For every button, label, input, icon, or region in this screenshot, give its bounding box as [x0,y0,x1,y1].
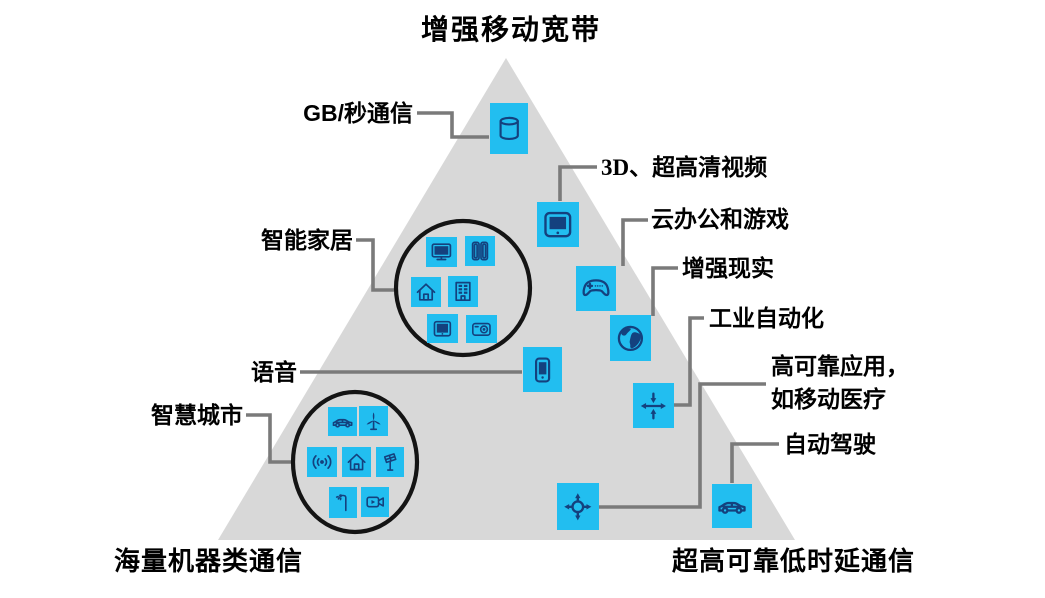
car-icon [328,407,357,436]
label-smart-home: 智能家居 [261,228,353,253]
wardrobe-icon [465,236,495,266]
gamepad-icon [576,266,616,311]
connector-uhd [558,165,597,201]
connector-ar [651,266,678,316]
smart-city-circle [290,389,420,535]
connector-cloud [621,218,648,266]
label-smart-city: 智慧城市 [151,403,243,428]
vertex-label-mmtc: 海量机器类通信 [114,547,304,576]
label-industrial-automation: 工业自动化 [709,306,824,331]
connector-driving [730,442,779,483]
car-icon [712,484,752,528]
vertex-label-embb: 增强移动宽带 [421,15,602,46]
converging-arrows-icon [633,383,674,428]
wind-turbine-icon [359,406,388,436]
label-voice: 语音 [251,360,297,385]
connector-gb [417,111,489,139]
label-reliable-apps: 高可靠应用， 如移动医疗 [771,350,909,416]
street-lamp-icon [329,487,357,518]
building-appliance-icon [448,276,478,307]
connector-smart-city [246,413,292,464]
house-icon [342,447,371,477]
label-gb-per-sec: GB/秒通信 [303,100,413,126]
label-uhd-video: 3D、超高清视频 [601,155,768,180]
smart-home-circle [393,218,533,358]
label-reliable-apps-line1: 高可靠应用， [771,354,909,379]
desktop-monitor-icon [426,237,457,267]
connector-smart-home [356,238,394,292]
globe-icon [610,315,651,361]
solar-panel-icon [376,447,404,477]
label-augmented-reality: 增强现实 [682,256,774,281]
hub-arrows-icon [557,483,599,530]
label-cloud-office-gaming: 云办公和游戏 [651,207,789,232]
label-reliable-apps-line2: 如移动医疗 [771,387,886,412]
label-autonomous-driving: 自动驾驶 [784,432,876,457]
smartphone-icon [523,347,562,392]
uhd-screen-icon [537,202,579,247]
vertex-label-urllc: 超高可靠低时延通信 [672,547,916,576]
connector-reliable [599,382,766,509]
database-icon [490,103,528,154]
wireless-sensor-icon [307,447,337,477]
camera-icon [466,315,497,343]
tablet-screen-icon [427,314,458,343]
connector-industrial [674,316,704,407]
video-camera-icon [361,487,389,517]
house-icon [411,277,441,307]
